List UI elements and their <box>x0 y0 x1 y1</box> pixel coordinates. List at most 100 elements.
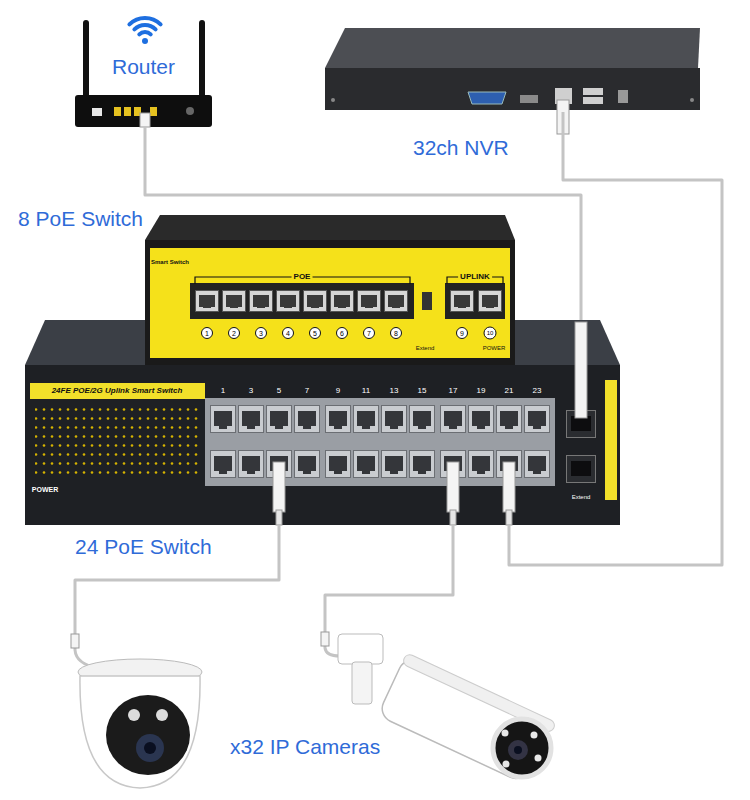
port <box>382 406 407 433</box>
port <box>385 291 408 312</box>
port-number: 5 <box>313 330 317 337</box>
router-port <box>92 108 102 116</box>
lens <box>136 734 164 762</box>
port-number: 4 <box>286 330 290 337</box>
device-label: 32ch NVR <box>413 136 509 160</box>
port-block <box>190 283 414 319</box>
port <box>239 406 264 433</box>
ethernet-cable <box>145 127 581 320</box>
wifi-arc <box>139 32 150 34</box>
rj45-plug <box>273 462 285 512</box>
ethernet-ports <box>211 406 596 483</box>
port <box>295 406 320 433</box>
wifi-icon <box>129 18 160 34</box>
port-number: 11 <box>362 387 370 395</box>
router-device <box>75 20 212 127</box>
port-number: 17 <box>449 387 458 395</box>
port <box>525 406 550 433</box>
nvr-device: 32ch NVR <box>325 28 700 112</box>
nvr-top <box>325 28 700 68</box>
group-label: POE <box>292 273 313 281</box>
router-port <box>114 107 121 116</box>
port <box>267 406 292 433</box>
nvr-back <box>325 68 700 110</box>
ir-led <box>531 732 538 739</box>
port <box>479 291 502 312</box>
number-circle <box>229 328 240 339</box>
port <box>331 291 354 312</box>
port <box>326 406 351 433</box>
port <box>525 451 550 478</box>
group-label: UPLINK <box>458 273 492 281</box>
ir-led <box>503 761 510 768</box>
screw <box>331 98 335 102</box>
dome-camera <box>71 625 202 788</box>
port-number: 13 <box>390 387 399 395</box>
camera-housing <box>378 653 557 785</box>
ethernet-ports <box>196 291 502 312</box>
plug-boot <box>276 510 282 525</box>
port-number: 7 <box>305 387 309 395</box>
switch-front <box>25 365 620 525</box>
cable-connector <box>71 634 79 648</box>
port <box>469 406 494 433</box>
router-device: Router <box>75 95 212 127</box>
switch-top <box>145 215 515 240</box>
ir-led <box>502 730 509 737</box>
plug-boot <box>450 510 456 525</box>
port <box>239 451 264 478</box>
led-panel <box>35 405 200 477</box>
rj45-plug <box>503 462 515 512</box>
lens <box>508 740 528 760</box>
port-number: 1 <box>221 387 225 395</box>
number-circle <box>364 328 375 339</box>
usb-port <box>583 88 603 95</box>
power-label: POWER <box>483 345 506 351</box>
number-circle <box>337 328 348 339</box>
camera-group: x32 IP Cameras <box>60 625 560 795</box>
camera-mount <box>338 634 383 664</box>
router-port <box>124 107 131 116</box>
device-label: x32 IP Cameras <box>230 735 380 759</box>
port <box>410 406 435 433</box>
port <box>469 451 494 478</box>
ethernet-cable <box>75 525 279 625</box>
camera-face <box>493 719 551 777</box>
power-jack <box>618 90 628 103</box>
port-number: 5 <box>277 387 281 395</box>
port-number: 2 <box>232 330 236 337</box>
bullet-camera <box>321 625 556 785</box>
port <box>223 291 246 312</box>
device-label: 24 PoE Switch <box>75 535 212 559</box>
port-number: 19 <box>477 387 486 395</box>
port-number: 23 <box>533 387 542 395</box>
port <box>211 406 236 433</box>
poe-switch: 24 PoE Switch <box>25 320 620 525</box>
switch-front <box>145 240 515 365</box>
port <box>354 451 379 478</box>
usb-port <box>583 97 603 104</box>
port <box>211 451 236 478</box>
port-number: 10 <box>487 330 494 336</box>
rj45-plug <box>447 462 459 512</box>
port <box>410 451 435 478</box>
port-number: 9 <box>460 330 464 337</box>
port-block <box>445 283 505 319</box>
port-number: 7 <box>367 330 371 337</box>
port <box>304 291 327 312</box>
rj45-plug <box>140 113 150 127</box>
power-jack <box>186 107 194 115</box>
toggle-switch <box>422 292 432 310</box>
vga-port <box>468 92 506 104</box>
number-circle <box>457 328 468 339</box>
port <box>441 406 466 433</box>
switch-8-device <box>145 215 515 365</box>
ethernet-cable <box>509 112 722 565</box>
plug-boot <box>506 510 512 525</box>
ir-led <box>128 709 140 721</box>
brand-label: Smart Switch <box>151 259 189 265</box>
side-stripe <box>605 380 617 500</box>
cable-connector <box>321 632 329 646</box>
poe-switch: 8 PoE Switch <box>145 215 515 365</box>
number-circle <box>484 327 496 339</box>
